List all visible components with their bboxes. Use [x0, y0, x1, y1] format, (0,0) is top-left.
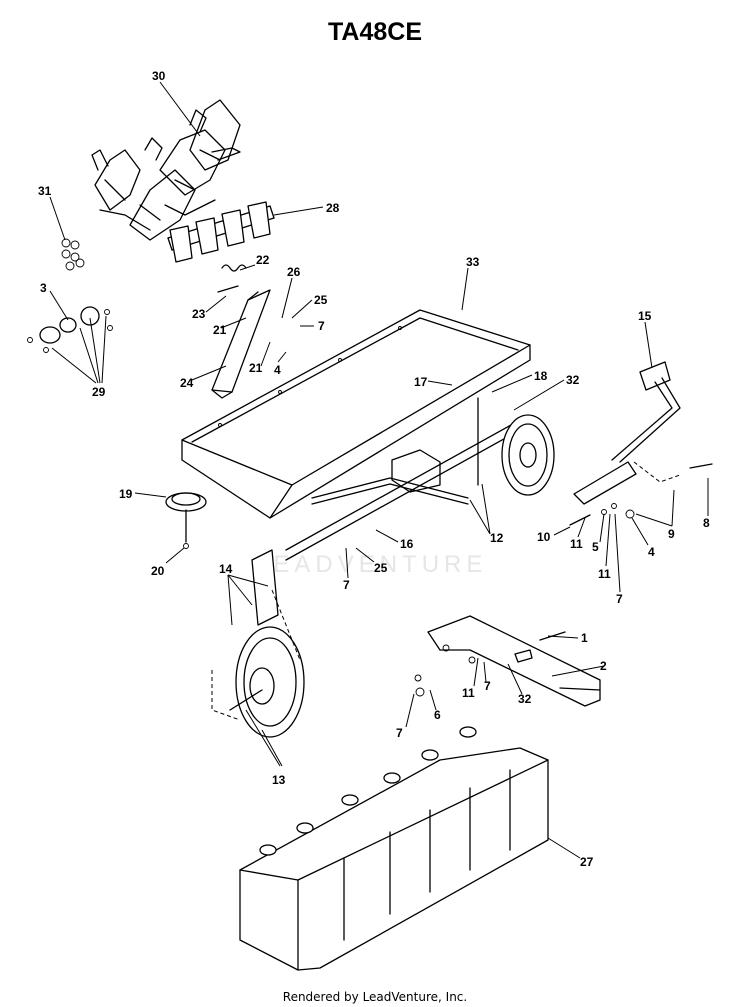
- bolt: [217, 285, 239, 293]
- callout-18: 18: [534, 369, 548, 383]
- callout-7: 7: [318, 319, 325, 333]
- callout-7: 7: [396, 726, 403, 740]
- tine-assembly: [91, 99, 241, 241]
- callout-29: 29: [92, 385, 106, 399]
- callout-13: 13: [272, 773, 286, 787]
- callout-5: 5: [592, 540, 599, 554]
- callout-6: 6: [434, 708, 441, 722]
- callout-23: 23: [192, 307, 206, 321]
- axle: [285, 419, 521, 551]
- callout-25: 25: [374, 561, 388, 575]
- callout-9: 9: [668, 527, 675, 541]
- footer-credit: Rendered by LeadVenture, Inc.: [282, 990, 468, 1004]
- callout-14: 14: [219, 562, 233, 576]
- callout-7: 7: [484, 679, 491, 693]
- callout-16: 16: [400, 537, 414, 551]
- pulley: [165, 492, 207, 549]
- callout-26: 26: [287, 265, 301, 279]
- callout-21: 21: [213, 323, 227, 337]
- hitch-bracket: [414, 615, 601, 707]
- left-wheel: [211, 549, 305, 738]
- callout-3: 3: [40, 281, 47, 295]
- callout-15: 15: [638, 309, 652, 323]
- weight-bracket: [211, 289, 271, 399]
- callout-labels: 30 31 28 22 33 26 25 3 23 7 21 21 4 24 2…: [38, 69, 710, 869]
- tray: [181, 309, 531, 519]
- callout-32: 32: [566, 373, 580, 387]
- leader-lines: [49, 81, 709, 859]
- bearing-assembly: [27, 306, 113, 353]
- callout-11: 11: [598, 567, 611, 581]
- axle-lower: [285, 429, 521, 561]
- callout-2: 2: [600, 659, 607, 673]
- callout-32: 32: [518, 692, 532, 706]
- weight-containers: [239, 726, 549, 971]
- callout-17: 17: [414, 375, 428, 389]
- watermark-text: LEADVENTURE: [255, 551, 487, 578]
- callout-4: 4: [648, 545, 655, 559]
- callout-24: 24: [180, 376, 194, 390]
- callout-33: 33: [466, 255, 480, 269]
- callout-25: 25: [314, 293, 328, 307]
- spring: [221, 264, 247, 272]
- callout-31: 31: [38, 184, 52, 198]
- callout-11: 11: [462, 686, 475, 700]
- callout-12: 12: [490, 531, 504, 545]
- diagram-title: TA48CE: [327, 18, 422, 46]
- callout-1: 1: [581, 631, 588, 645]
- callout-10: 10: [537, 530, 551, 544]
- callout-8: 8: [703, 516, 710, 530]
- tine-shaft: [167, 201, 275, 263]
- callout-27: 27: [580, 855, 594, 869]
- callout-19: 19: [119, 487, 133, 501]
- callout-11: 11: [570, 537, 583, 551]
- callout-20: 20: [151, 564, 165, 578]
- hardware-nuts: [61, 238, 85, 271]
- callout-21: 21: [249, 361, 263, 375]
- handle-assembly: [569, 361, 713, 526]
- callout-7: 7: [616, 592, 623, 606]
- right-wheel: [501, 414, 555, 496]
- callout-22: 22: [256, 253, 270, 267]
- callout-28: 28: [326, 201, 340, 215]
- callout-7: 7: [343, 578, 350, 592]
- callout-4: 4: [274, 363, 281, 377]
- callout-30: 30: [152, 69, 166, 83]
